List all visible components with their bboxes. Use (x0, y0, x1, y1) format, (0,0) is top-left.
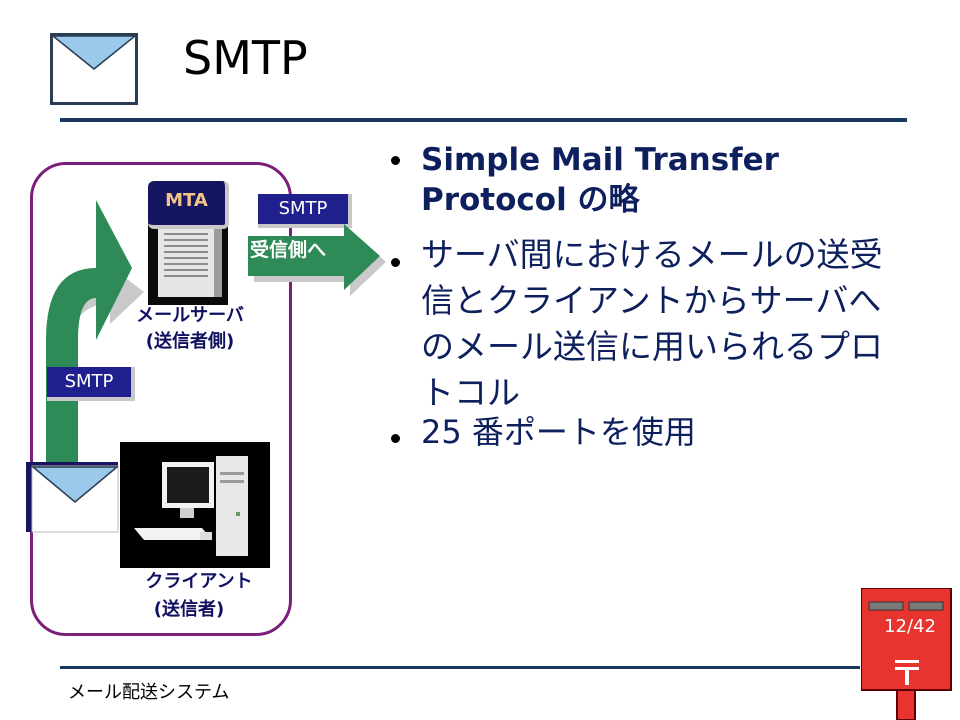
smtp-flow-arrow (46, 200, 144, 480)
mta-badge-label: MTA (165, 190, 208, 211)
title-divider (60, 118, 907, 122)
bullet-marker-2 (391, 258, 400, 267)
mta-badge: MTA (148, 181, 229, 229)
page-number: 12/42 (884, 616, 936, 637)
smtp-tag-server: SMTP (258, 194, 352, 228)
server-sublabel: (送信者側) (145, 331, 235, 352)
client-envelope-icon (26, 462, 120, 533)
bullet-marker-3 (391, 434, 400, 443)
server-label: メールサーバ (136, 305, 244, 326)
client-label: クライアント (145, 571, 253, 592)
footer-text: メール配送システム (68, 682, 230, 703)
mailbox-icon (861, 588, 952, 720)
computer-icon (120, 442, 270, 568)
bullet-3: 25 番ポートを使用 (421, 413, 696, 451)
bullet-2: サーバ間におけるメールの送受信とクライアントからサーバへのメール送信に用いられる… (421, 235, 883, 412)
sender-frame (30, 162, 292, 636)
slide-title: SMTP (183, 31, 308, 85)
to-receiver-label: 受信側へ (250, 239, 327, 261)
smtp-tag-client: SMTP (47, 367, 135, 401)
title-envelope-icon (50, 33, 138, 105)
client-sublabel: (送信者) (153, 599, 225, 620)
to-receiver-arrow (248, 224, 386, 296)
bullet-1: Simple Mail Transfer Protocol の略 (421, 142, 779, 218)
bullet-marker-1 (391, 156, 400, 165)
footer-divider (60, 666, 860, 669)
